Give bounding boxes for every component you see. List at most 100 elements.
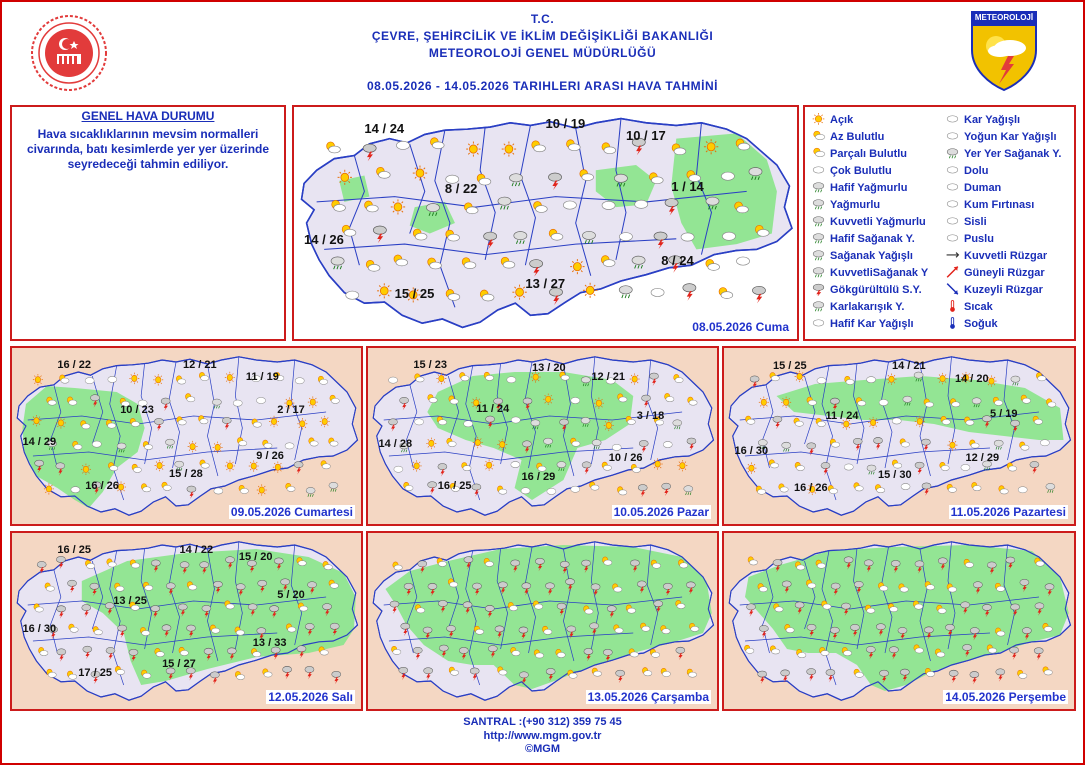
map-symbol-partly <box>161 481 172 491</box>
turkey-outline <box>372 356 715 516</box>
map-symbol-partly <box>855 397 866 407</box>
region-border-0 <box>406 384 418 469</box>
map-symbol-partly <box>778 483 789 493</box>
region-border-5 <box>383 596 683 610</box>
map-symbol-cloud <box>611 444 622 451</box>
map-symbol-partly <box>735 138 751 151</box>
region-border-1 <box>821 365 837 501</box>
map-symbol-partly <box>176 375 187 385</box>
map-symbol-cloud <box>946 183 959 191</box>
map-symbol-sun <box>677 459 688 472</box>
map-symbol-partly <box>497 666 508 676</box>
map-symbol-sun <box>390 199 406 215</box>
map-symbol-storm <box>128 648 139 663</box>
map-symbol-partly <box>533 201 548 213</box>
map-symbol-storm <box>400 622 411 637</box>
map-symbol-partly <box>827 485 838 494</box>
map-symbol-partly <box>533 600 543 610</box>
legend-label: Parçalı Bulutlu <box>830 147 908 160</box>
map-symbol-sun <box>543 393 554 405</box>
legend-label: Kum Fırtınası <box>964 198 1035 211</box>
map-symbol-partly <box>630 463 641 473</box>
region-border-4 <box>646 359 659 461</box>
legend-label: Dolu <box>964 164 989 177</box>
map-symbol-partly <box>234 626 245 636</box>
map-symbol-partly <box>1019 441 1030 451</box>
map-symbol-storm <box>304 666 315 680</box>
snow-icon <box>945 113 960 126</box>
map-symbol-partly <box>391 645 402 655</box>
map-symbol-partly <box>628 648 639 658</box>
footer-website[interactable]: http://www.mgm.gov.tr <box>483 730 602 742</box>
map-symbol-storm <box>227 647 237 661</box>
map-date-label: 10.05.2026 Pazar <box>611 505 711 519</box>
map-symbol-storm <box>247 603 258 617</box>
temperature-label: 13 / 27 <box>525 276 566 292</box>
map-symbol-partly <box>649 648 660 658</box>
map-symbol-rain <box>330 256 345 270</box>
map-symbol-partly <box>898 583 909 593</box>
map-symbol-rain <box>866 464 877 475</box>
map-symbol-sun <box>248 460 259 472</box>
map-symbol-partly <box>106 558 117 568</box>
region-border-0 <box>406 569 418 654</box>
map-symbol-storm <box>331 670 342 685</box>
map-symbol-sun <box>80 463 91 476</box>
rain-area-0 <box>776 376 1064 440</box>
cold-icon <box>945 317 960 330</box>
temperature-label: 10 / 26 <box>608 451 643 464</box>
map-symbol-partly <box>686 668 697 678</box>
map-symbol-partly <box>969 439 980 449</box>
map-symbol-storm <box>757 670 767 684</box>
map-symbol-storm <box>372 225 387 244</box>
legend-item: Az Bulutlu <box>811 130 884 143</box>
map-svg-d1 <box>12 348 361 524</box>
map-symbol-partly <box>141 483 152 493</box>
map-symbol-partly <box>500 256 516 269</box>
map-symbol-partly <box>461 462 472 472</box>
map-symbol-partly <box>448 666 459 676</box>
map-symbol-sun <box>947 439 958 451</box>
map-symbol-storm <box>794 601 805 615</box>
map-symbol-partly <box>365 259 381 272</box>
header-ministry: ÇEVRE, ŞEHİRCİLİK VE İKLİM DEĞİŞİKLİĞİ B… <box>371 29 714 43</box>
map-symbol-sun <box>484 459 495 471</box>
map-symbol-rain <box>812 216 825 227</box>
map-panel-day6: 14.05.2026 Perşembe <box>722 531 1076 711</box>
map-symbol-rain <box>683 485 694 496</box>
map-symbol-rain <box>672 419 683 430</box>
map-symbol-storm <box>56 605 66 619</box>
map-symbol-storm <box>781 580 792 594</box>
legend-item: Dolu <box>945 164 988 177</box>
map-symbol-storm <box>150 605 161 619</box>
map-symbol-storm <box>247 559 257 574</box>
general-weather-title: GENEL HAVA DURUMU <box>81 109 215 123</box>
turkey-outline <box>300 117 793 329</box>
temperature-label: 14 / 28 <box>378 437 413 450</box>
map-symbol-storm <box>1019 578 1030 593</box>
region-border-2 <box>524 546 536 654</box>
weather-symbols <box>745 370 1057 496</box>
map-symbol-cloud <box>84 377 95 384</box>
haze-icon <box>945 232 960 245</box>
legend-item: Kuzeyli Rüzgar <box>945 283 1043 296</box>
map-symbol-storm <box>686 437 697 451</box>
map-symbol-partly <box>806 396 817 406</box>
map-symbol-cloud <box>866 376 876 384</box>
map-symbol-partly <box>129 601 140 611</box>
map-symbol-storm <box>91 481 102 495</box>
map-symbol-storm <box>545 668 556 682</box>
map-symbol-partly <box>642 667 653 677</box>
region-border-7 <box>804 375 816 445</box>
map-symbol-cloud <box>946 234 959 242</box>
map-symbol-partly <box>412 228 428 241</box>
map-symbol-storm <box>34 459 44 474</box>
scattered-shower-icon <box>945 147 960 160</box>
map-symbol-storm <box>649 372 659 386</box>
header-date-range: 08.05.2026 - 14.05.2026 TARIHLERI ARASI … <box>367 79 718 93</box>
map-symbol-storm <box>427 583 438 597</box>
map-symbol-partly <box>601 255 616 267</box>
legend-label: Yer Yer Sağanak Y. <box>964 147 1062 160</box>
map-symbol-storm <box>825 669 836 683</box>
